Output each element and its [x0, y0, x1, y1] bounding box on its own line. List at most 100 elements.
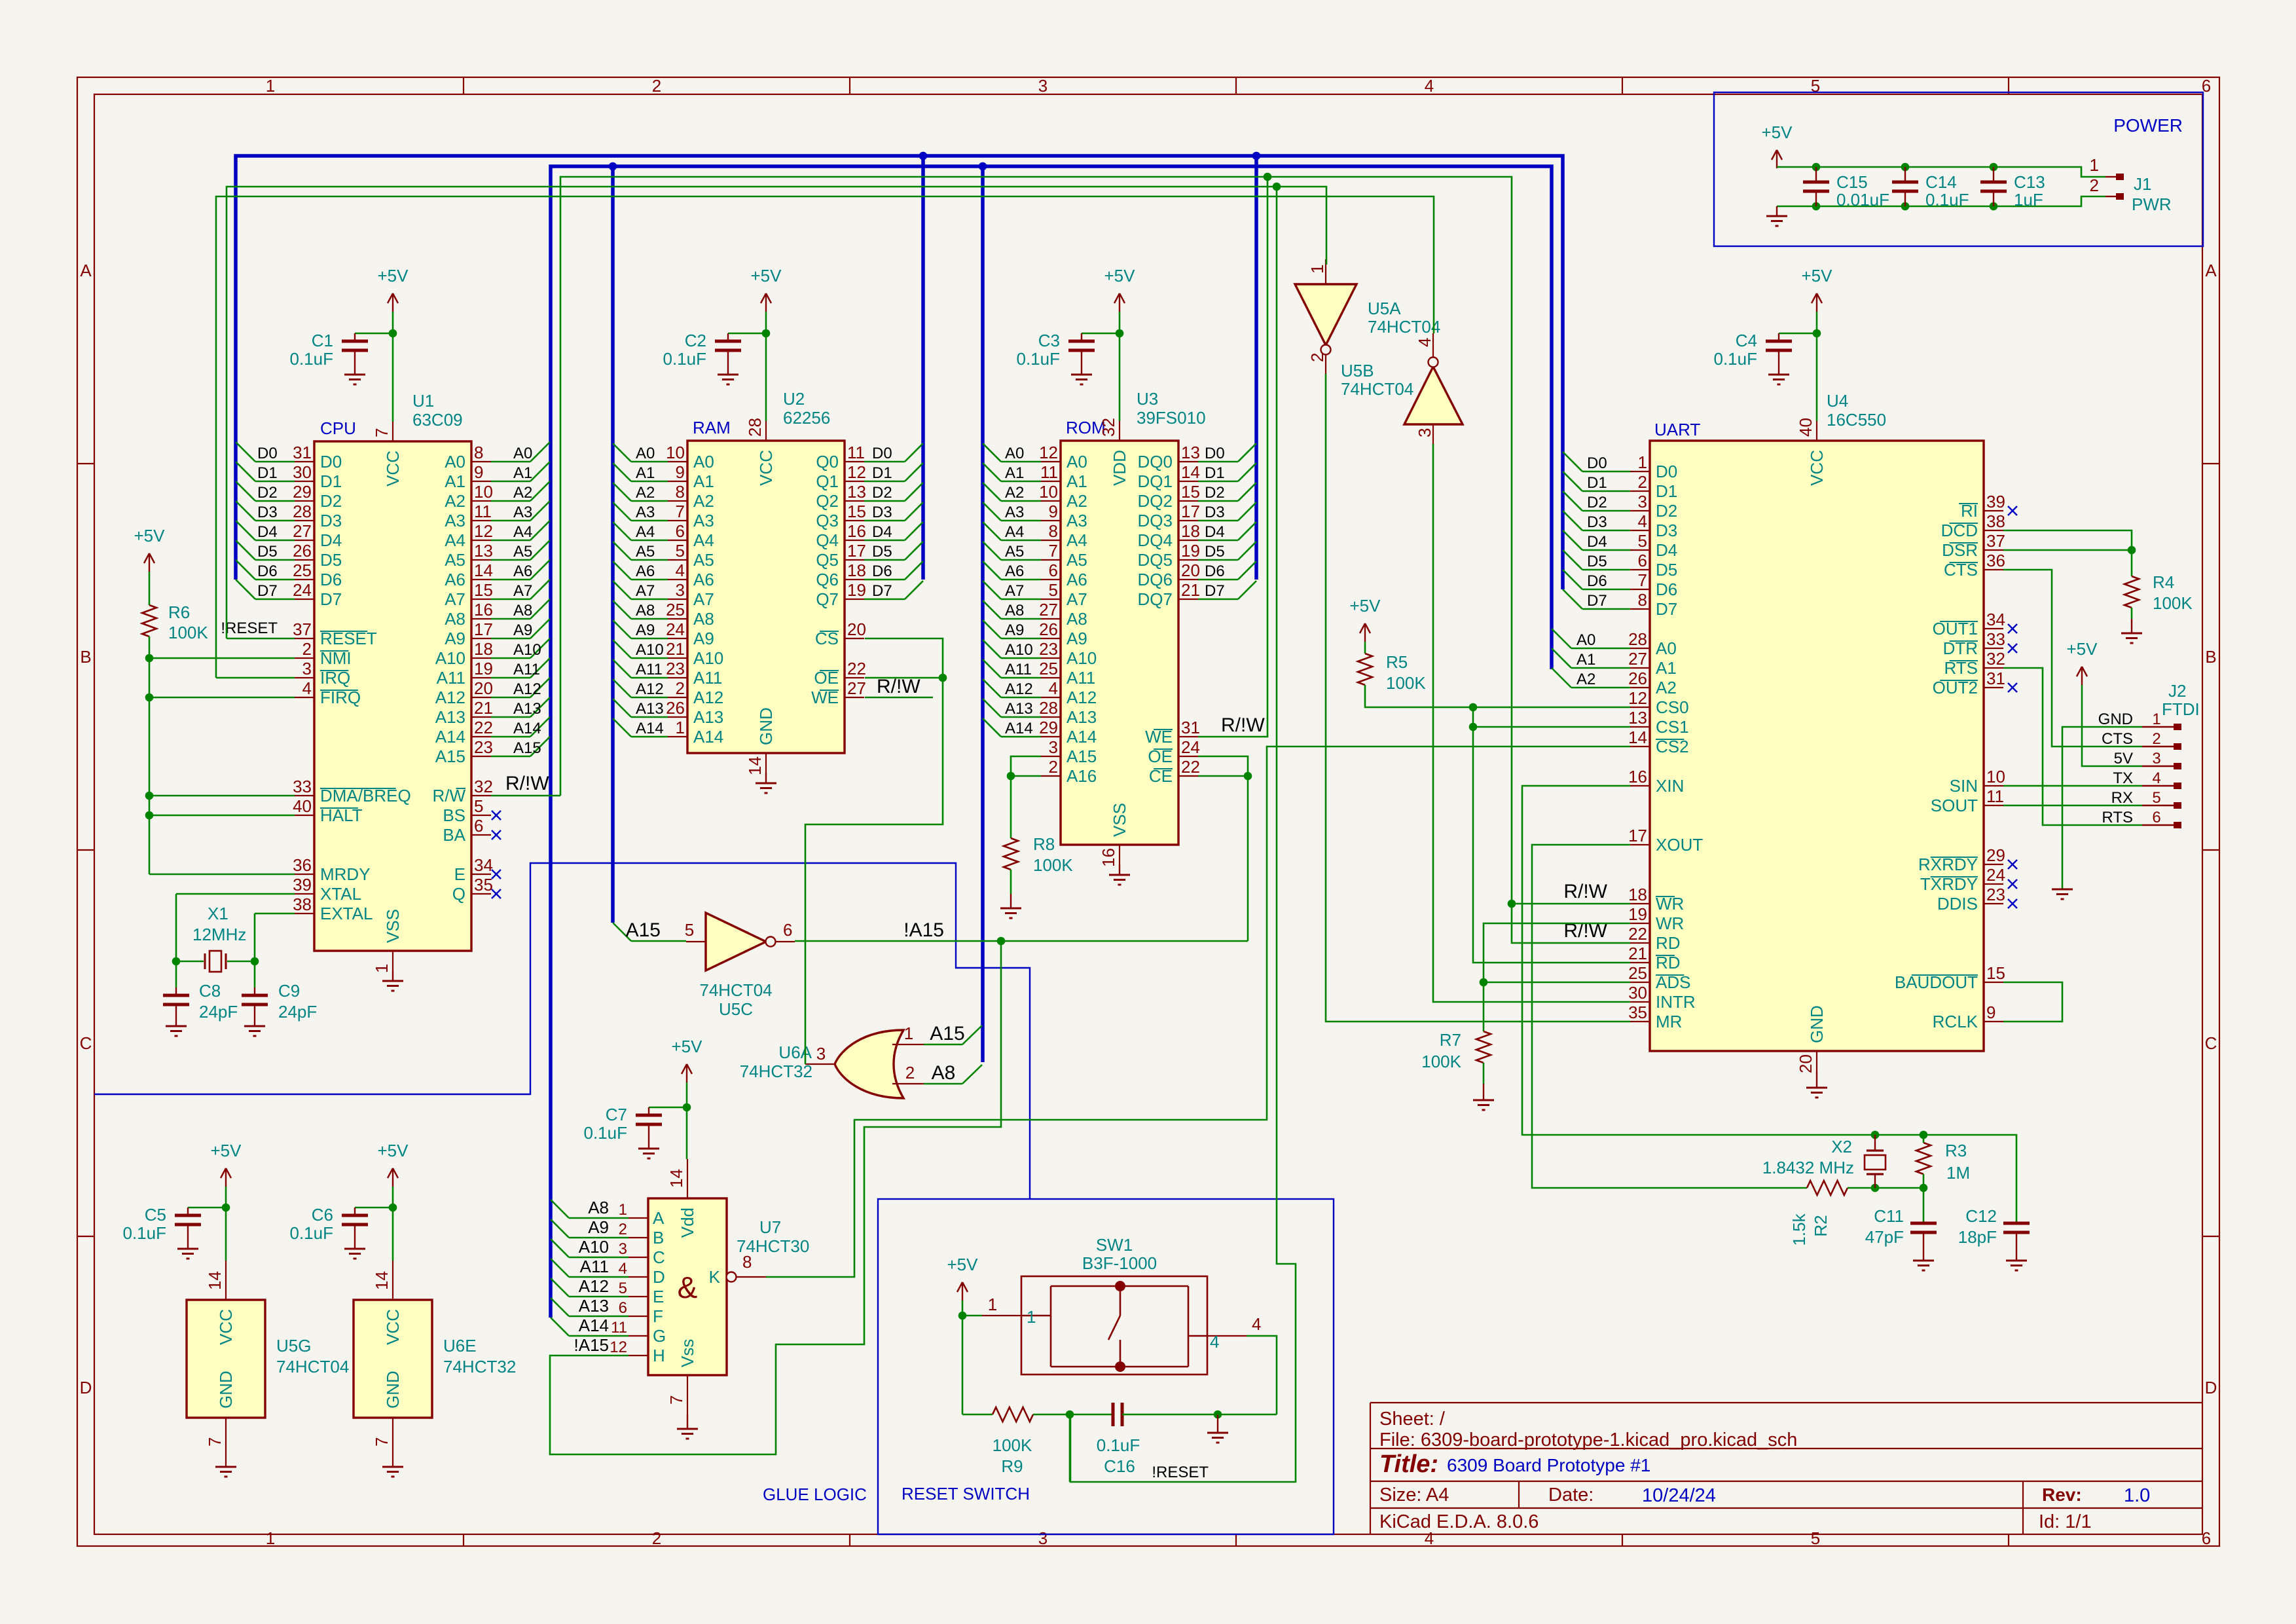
svg-text:0.1uF: 0.1uF	[1925, 190, 1969, 210]
svg-text:A8: A8	[445, 609, 465, 629]
svg-text:D2: D2	[257, 484, 278, 502]
svg-text:3: 3	[816, 1044, 826, 1063]
svg-text:R3: R3	[1945, 1141, 1967, 1160]
svg-text:0.1uF: 0.1uF	[1017, 349, 1061, 369]
svg-text:4: 4	[302, 678, 312, 698]
svg-text:6309 Board Prototype #1: 6309 Board Prototype #1	[1447, 1455, 1650, 1475]
svg-text:0.1uF: 0.1uF	[663, 349, 707, 369]
svg-text:2: 2	[1307, 353, 1327, 362]
svg-text:18: 18	[1628, 885, 1647, 904]
svg-text:A1: A1	[1656, 658, 1677, 678]
svg-text:A9: A9	[445, 629, 465, 648]
svg-text:A6: A6	[636, 563, 655, 580]
svg-text:DQ1: DQ1	[1138, 471, 1173, 491]
svg-text:3: 3	[1038, 76, 1048, 96]
svg-text:5: 5	[1049, 580, 1058, 600]
svg-text:D4: D4	[1656, 540, 1677, 560]
svg-text:D6: D6	[320, 570, 342, 589]
svg-text:C9: C9	[278, 981, 300, 1001]
svg-text:E: E	[454, 864, 465, 884]
svg-text:28: 28	[745, 418, 765, 437]
svg-text:A5: A5	[1005, 543, 1024, 561]
svg-text:A15: A15	[930, 1023, 964, 1044]
svg-text:SW1: SW1	[1096, 1235, 1133, 1255]
svg-text:1: 1	[619, 1201, 627, 1219]
svg-text:14: 14	[745, 756, 765, 775]
svg-text:C11: C11	[1874, 1206, 1904, 1226]
svg-text:DQ5: DQ5	[1138, 550, 1173, 570]
svg-text:CTS: CTS	[2102, 730, 2133, 748]
svg-text:D0: D0	[320, 452, 342, 471]
svg-text:MRDY: MRDY	[320, 864, 371, 884]
svg-text:D5: D5	[872, 543, 892, 561]
svg-text:28: 28	[1039, 698, 1058, 718]
svg-text:27: 27	[1628, 649, 1647, 669]
svg-text:GND: GND	[756, 707, 776, 745]
svg-text:U5C: U5C	[719, 999, 753, 1019]
svg-text:A10: A10	[693, 648, 723, 668]
svg-text:A12: A12	[435, 688, 465, 707]
svg-text:GND: GND	[2098, 710, 2133, 728]
svg-text:D0: D0	[257, 445, 278, 462]
svg-text:DQ2: DQ2	[1138, 491, 1173, 511]
svg-text:A: A	[653, 1208, 665, 1228]
svg-text:D6: D6	[257, 563, 278, 580]
svg-text:D5: D5	[257, 543, 278, 561]
svg-text:A0: A0	[636, 445, 655, 462]
svg-text:A7: A7	[445, 589, 465, 609]
svg-text:31: 31	[1986, 669, 2005, 688]
svg-text:11: 11	[611, 1319, 627, 1337]
svg-text:D0: D0	[1656, 462, 1677, 481]
svg-text:DQ7: DQ7	[1138, 589, 1173, 609]
svg-text:74HCT32: 74HCT32	[443, 1357, 516, 1376]
svg-text:A7: A7	[1066, 589, 1087, 609]
svg-text:R6: R6	[168, 602, 190, 622]
svg-text:4: 4	[2152, 769, 2160, 787]
svg-text:40: 40	[293, 796, 312, 816]
svg-text:3: 3	[302, 659, 312, 678]
svg-text:A2: A2	[1576, 671, 1595, 688]
svg-text:!RESET: !RESET	[1152, 1464, 1209, 1481]
svg-text:1: 1	[372, 964, 392, 973]
svg-text:6: 6	[1049, 561, 1058, 580]
svg-text:39: 39	[1986, 492, 2005, 511]
svg-text:9: 9	[1049, 502, 1058, 521]
svg-text:17: 17	[474, 619, 493, 639]
svg-text:A7: A7	[513, 582, 532, 600]
svg-text:0.1uF: 0.1uF	[290, 349, 334, 369]
svg-text:24pF: 24pF	[199, 1002, 238, 1022]
svg-text:100K: 100K	[993, 1435, 1032, 1455]
svg-text:ROM: ROM	[1066, 418, 1106, 437]
svg-text:R5: R5	[1386, 652, 1408, 672]
svg-text:A6: A6	[1005, 563, 1024, 580]
svg-text:6: 6	[2202, 1528, 2211, 1548]
svg-text:26: 26	[1039, 619, 1058, 639]
svg-text:4: 4	[1252, 1314, 1261, 1334]
svg-text:9: 9	[1986, 1003, 1995, 1022]
svg-text:TX: TX	[2113, 769, 2133, 787]
svg-text:A10: A10	[513, 641, 541, 659]
svg-text:1: 1	[266, 1528, 275, 1548]
svg-text:A12: A12	[636, 680, 664, 698]
svg-text:D2: D2	[872, 484, 892, 502]
svg-text:A2: A2	[636, 484, 655, 502]
svg-text:22: 22	[474, 718, 493, 737]
svg-text:GLUE LOGIC: GLUE LOGIC	[763, 1485, 867, 1504]
svg-text:D7: D7	[872, 582, 892, 600]
svg-text:A1: A1	[636, 464, 655, 482]
svg-text:A3: A3	[1005, 504, 1024, 521]
svg-text:Q2: Q2	[816, 491, 839, 511]
svg-text:27: 27	[1039, 600, 1058, 619]
svg-text:31: 31	[1181, 718, 1200, 737]
svg-text:Vdd: Vdd	[678, 1208, 697, 1238]
svg-text:A1: A1	[1005, 464, 1024, 482]
svg-text:POWER: POWER	[2113, 115, 2183, 136]
svg-text:A15: A15	[626, 919, 661, 941]
svg-text:6: 6	[676, 521, 685, 541]
svg-text:A7: A7	[636, 582, 655, 600]
svg-text:3: 3	[1415, 428, 1434, 437]
svg-text:6: 6	[2152, 809, 2160, 826]
svg-text:0.1uF: 0.1uF	[584, 1123, 628, 1143]
svg-text:FTDI: FTDI	[2162, 699, 2200, 719]
svg-text:8: 8	[1638, 590, 1647, 610]
